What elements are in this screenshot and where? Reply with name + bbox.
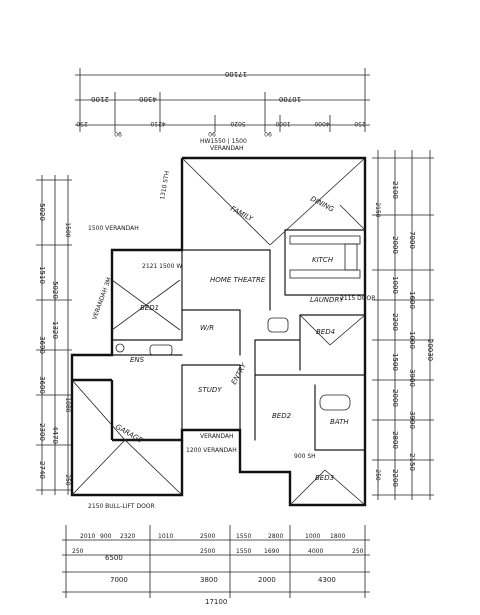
right-overall-dim: 20030 <box>426 339 434 361</box>
room-bed4: BED4 <box>316 328 335 336</box>
bottom-dim-10: 250 <box>72 548 84 555</box>
room-home-theatre: HOME THEATRE <box>210 276 266 284</box>
room-garage: GARAGE <box>114 423 144 445</box>
bottom-dim-15: 4000 <box>308 548 323 555</box>
right-dim-11: 3900 <box>408 411 416 429</box>
bottom-dim-4: 1010 <box>158 533 173 540</box>
room-study: STUDY <box>198 386 222 394</box>
room-bed2: BED2 <box>272 412 292 420</box>
bottom-dim-1: 2010 <box>80 533 95 540</box>
room-ens: ENS <box>130 356 145 364</box>
top-dim-5: 4210 <box>150 120 165 127</box>
left-dim-7: 2300 <box>38 423 46 441</box>
bottom-dim-16: 250 <box>352 548 364 555</box>
left-dim-9: 2740 <box>38 461 46 479</box>
room-dining: DINING <box>309 195 336 214</box>
room-bed3: BED3 <box>315 474 334 482</box>
top-dim-4: 250 <box>76 120 88 127</box>
roof-hip-lines <box>71 157 366 506</box>
bottom-dimension-lines <box>62 525 370 598</box>
room-bed1: BED1 <box>140 304 159 312</box>
right-dim-8: 1500 <box>391 353 399 371</box>
room-laundry: LAUNDRY <box>310 296 344 304</box>
left-dim-8: 4470 <box>51 426 59 444</box>
right-dim-15: 2200 <box>391 469 399 487</box>
left-dim-5: 3690 <box>38 336 46 354</box>
room-verandah-top: VERANDAH <box>210 145 244 152</box>
right-dimension-lines <box>372 150 434 500</box>
note-bed1-window: 2121 1500 W <box>142 263 182 270</box>
right-dim-14: 250 <box>374 469 381 481</box>
right-dim-3: 2000 <box>391 236 399 254</box>
right-dim-4: 1000 <box>391 276 399 294</box>
room-family: FAMILY <box>229 205 255 224</box>
bottom-overall-dim: 17100 <box>205 598 227 606</box>
bottom-dim-18: 3800 <box>200 576 218 584</box>
room-verandah-left: VERANDAH 3M <box>91 277 113 321</box>
left-dim-6: 3600 <box>38 376 46 394</box>
right-dim-10: 2000 <box>391 389 399 407</box>
right-dim-7: 1000 <box>408 331 416 349</box>
left-dim-3: 5020 <box>51 281 59 299</box>
right-dim-9: 3900 <box>408 369 416 387</box>
top-dim-2: 4300 <box>139 95 157 103</box>
top-dim-6: 5020 <box>230 120 245 127</box>
bottom-dim-12: 2500 <box>200 548 215 555</box>
left-dim-11: 250 <box>64 474 71 486</box>
top-dim-1: 2100 <box>91 95 109 103</box>
bottom-dim-9: 1800 <box>330 533 345 540</box>
bottom-dim-7: 2800 <box>268 533 283 540</box>
top-tick-1: 90 <box>114 130 122 137</box>
top-dim-8: 4000 <box>314 120 329 127</box>
top-dimension-lines <box>75 68 370 132</box>
note-entry-door: 1200 VERANDAH <box>186 447 237 454</box>
note-bath: 900 SH <box>294 453 316 460</box>
note-top-windows: HW1550 | 1500 <box>200 138 247 145</box>
building-walls <box>70 156 367 507</box>
top-tick-2: 90 <box>208 130 216 137</box>
top-dim-3: 10700 <box>279 95 301 103</box>
right-dim-16: 2150 <box>374 202 381 217</box>
bottom-dim-17: 7000 <box>110 576 128 584</box>
top-overall-dim: 17100 <box>225 70 247 78</box>
room-wir: W/R <box>200 324 214 332</box>
note-side: 1310 STH <box>159 170 171 200</box>
right-dim-1: 2100 <box>391 181 399 199</box>
left-dim-1: 5020 <box>38 203 46 221</box>
top-dim-7: 1000 <box>275 120 290 127</box>
bottom-dim-5: 2500 <box>200 533 215 540</box>
bottom-dim-6: 1550 <box>236 533 251 540</box>
bottom-dim-13: 1550 <box>236 548 251 555</box>
right-dim-5: 1600 <box>408 291 416 309</box>
room-verandah-front: VERANDAH <box>200 433 234 440</box>
bottom-dim-2: 900 <box>100 533 112 540</box>
bottom-dim-11: 6500 <box>105 554 123 562</box>
top-tick-3: 90 <box>264 130 272 137</box>
left-dim-12: 1500 <box>64 222 71 237</box>
right-dim-13: 2150 <box>408 453 416 471</box>
kitchen-bench <box>289 235 361 279</box>
room-bath: BATH <box>330 418 349 426</box>
bottom-dim-20: 4300 <box>318 576 336 584</box>
bottom-dim-3: 2320 <box>120 533 135 540</box>
room-kitchen: KITCH <box>312 256 334 264</box>
note-verandah: 1500 VERANDAH <box>88 225 139 232</box>
bottom-dim-8: 1000 <box>305 533 320 540</box>
note-garage-door: 2150 BULL-LIFT DOOR <box>88 503 155 510</box>
right-dim-6: 2200 <box>391 313 399 331</box>
bottom-dim-14: 1690 <box>264 548 279 555</box>
right-dim-2: 7000 <box>408 231 416 249</box>
left-dim-10: 1080 <box>64 397 71 412</box>
left-dim-4: 1320 <box>51 321 59 339</box>
left-dimension-lines <box>36 175 72 495</box>
top-dim-9: 250 <box>354 120 366 127</box>
right-dim-12: 2800 <box>391 431 399 449</box>
note-laundry-door: 2115 DOOR <box>340 295 375 302</box>
bottom-dim-19: 2000 <box>258 576 276 584</box>
bath-fixtures <box>115 317 351 411</box>
left-dim-2: 1510 <box>38 266 46 284</box>
